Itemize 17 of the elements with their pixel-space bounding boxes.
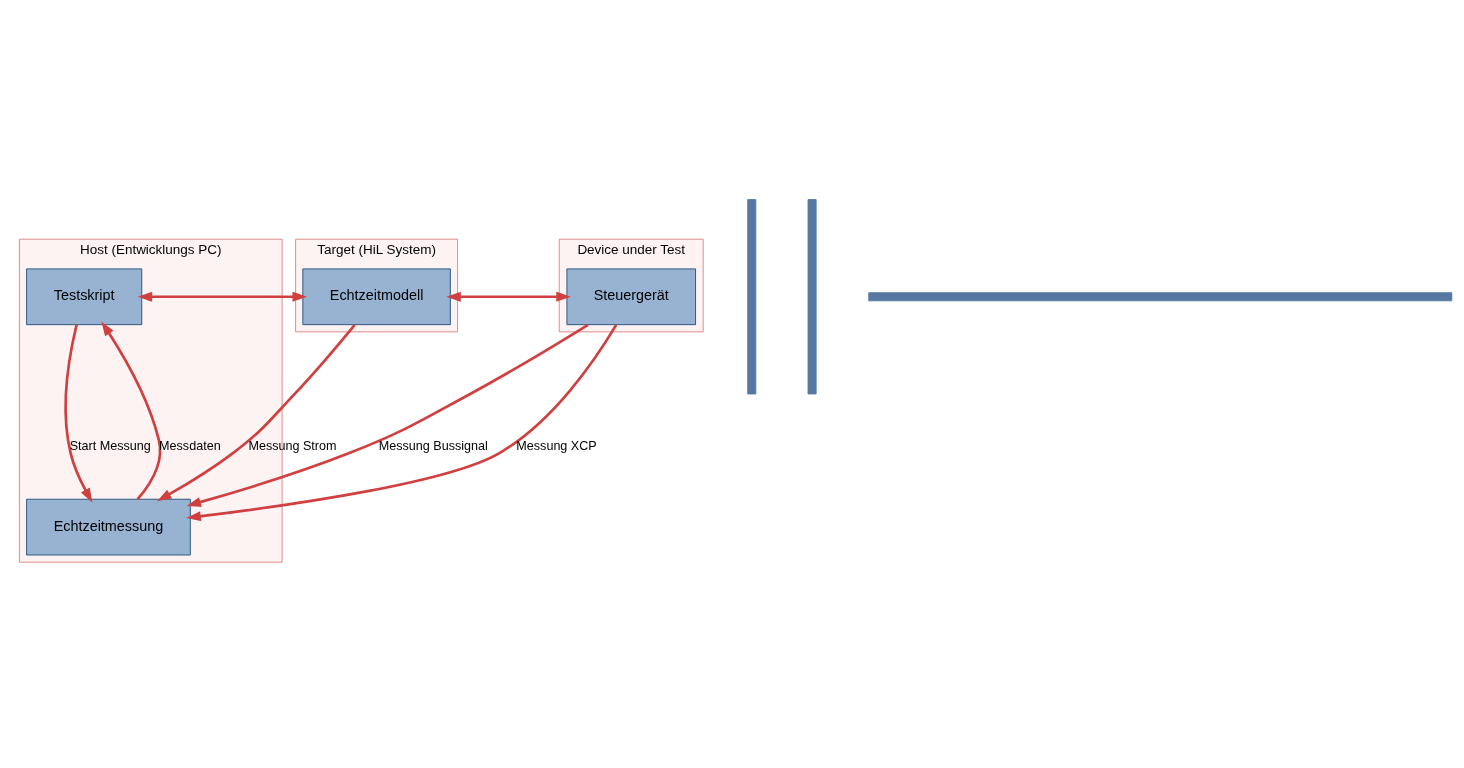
node-bar <box>747 198 757 394</box>
node-bar <box>807 198 817 394</box>
arrow <box>137 291 307 302</box>
arrow <box>157 323 356 501</box>
edge-label: Messung Strom <box>248 438 337 453</box>
node-box: Echtzeitmessung <box>26 498 191 555</box>
node-bar <box>868 291 1453 301</box>
edge-label: Messung Bussignal <box>378 438 488 453</box>
edge-label: Messung XCP <box>516 438 597 453</box>
edge-label: Messdaten <box>159 438 221 453</box>
edge-label: Start Messung <box>69 438 151 453</box>
node-box: Testskript <box>26 267 143 325</box>
node-box: Echtzeitmodell <box>302 267 451 325</box>
arrow <box>101 321 162 500</box>
arrow <box>446 291 571 302</box>
arrow <box>64 324 93 503</box>
node-box: Steuergerät <box>566 267 696 325</box>
